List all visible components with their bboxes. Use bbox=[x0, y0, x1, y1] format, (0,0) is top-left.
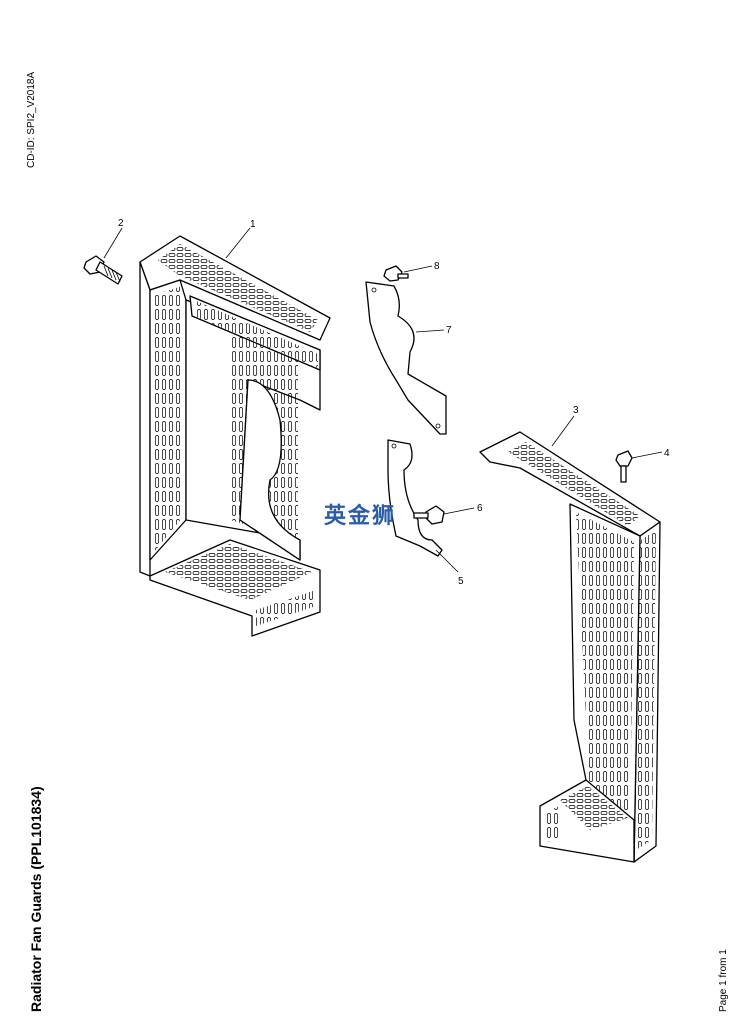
bolt-8 bbox=[383, 265, 409, 282]
fan-guard-left bbox=[139, 235, 331, 637]
callout-8: 8 bbox=[434, 261, 440, 272]
bolt-4 bbox=[615, 450, 633, 483]
leader-lines bbox=[103, 227, 663, 573]
callout-2: 2 bbox=[118, 218, 124, 229]
bracket-5 bbox=[387, 439, 443, 557]
watermark: 英金狮 bbox=[324, 504, 397, 529]
bolt-2 bbox=[83, 255, 123, 285]
bolt-6 bbox=[413, 505, 445, 525]
callout-7: 7 bbox=[446, 325, 452, 336]
fan-guard-right bbox=[479, 431, 661, 863]
callout-4: 4 bbox=[664, 448, 670, 459]
callout-3: 3 bbox=[573, 405, 579, 416]
bracket-7 bbox=[365, 281, 447, 435]
callout-6: 6 bbox=[477, 503, 483, 514]
callout-5: 5 bbox=[458, 576, 464, 587]
callout-1: 1 bbox=[250, 219, 256, 230]
